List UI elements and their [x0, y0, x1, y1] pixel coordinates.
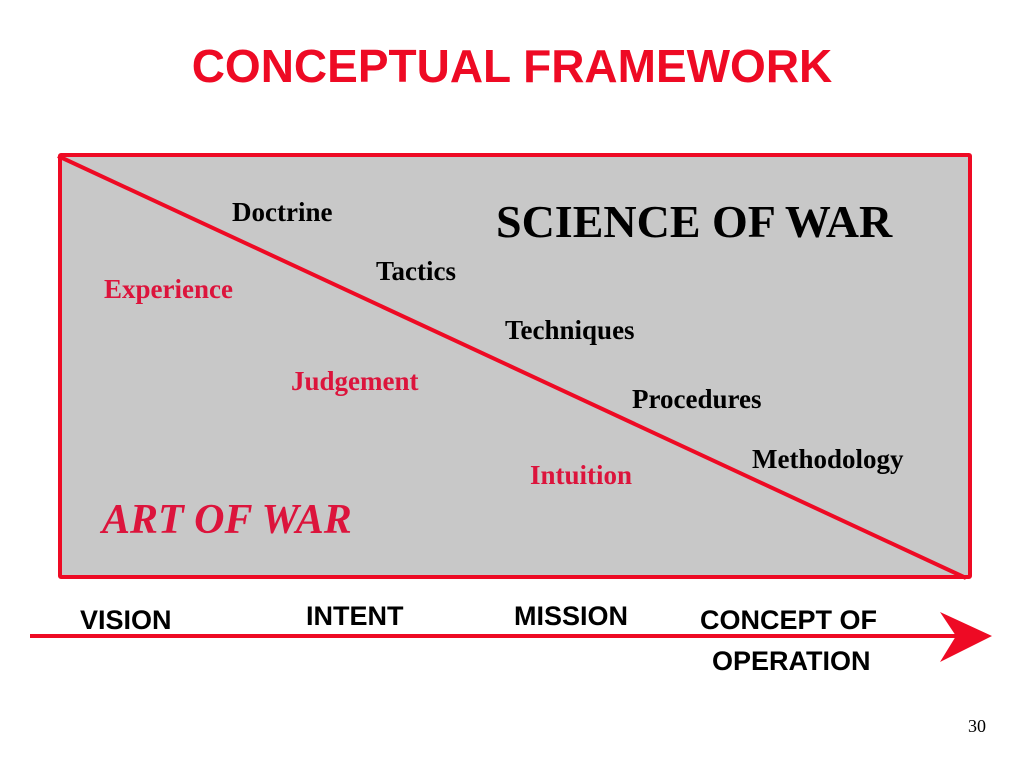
timeline-stage-concept-of: CONCEPT OF [700, 605, 878, 635]
science-item-techniques: Techniques [505, 315, 635, 345]
page-number: 30 [968, 716, 986, 736]
art-item-judgement: Judgement [291, 366, 419, 396]
timeline-stage-mission: MISSION [514, 601, 629, 631]
science-item-methodology: Methodology [752, 444, 904, 474]
timeline-stage-operation: OPERATION [712, 646, 871, 676]
timeline-stage-vision: VISION [80, 605, 172, 635]
art-item-intuition: Intuition [530, 460, 633, 490]
diagonal-line [57, 154, 967, 580]
art-of-war-heading: ART OF WAR [102, 497, 352, 543]
science-item-tactics: Tactics [376, 256, 456, 286]
timeline-stage-intent: INTENT [306, 601, 404, 631]
page-title: CONCEPTUAL FRAMEWORK [191, 40, 833, 92]
science-item-procedures: Procedures [632, 384, 762, 414]
art-item-experience: Experience [104, 274, 233, 304]
timeline-arrowhead [940, 612, 992, 662]
science-of-war-heading: SCIENCE OF WAR [496, 196, 893, 247]
science-item-doctrine: Doctrine [232, 197, 333, 227]
